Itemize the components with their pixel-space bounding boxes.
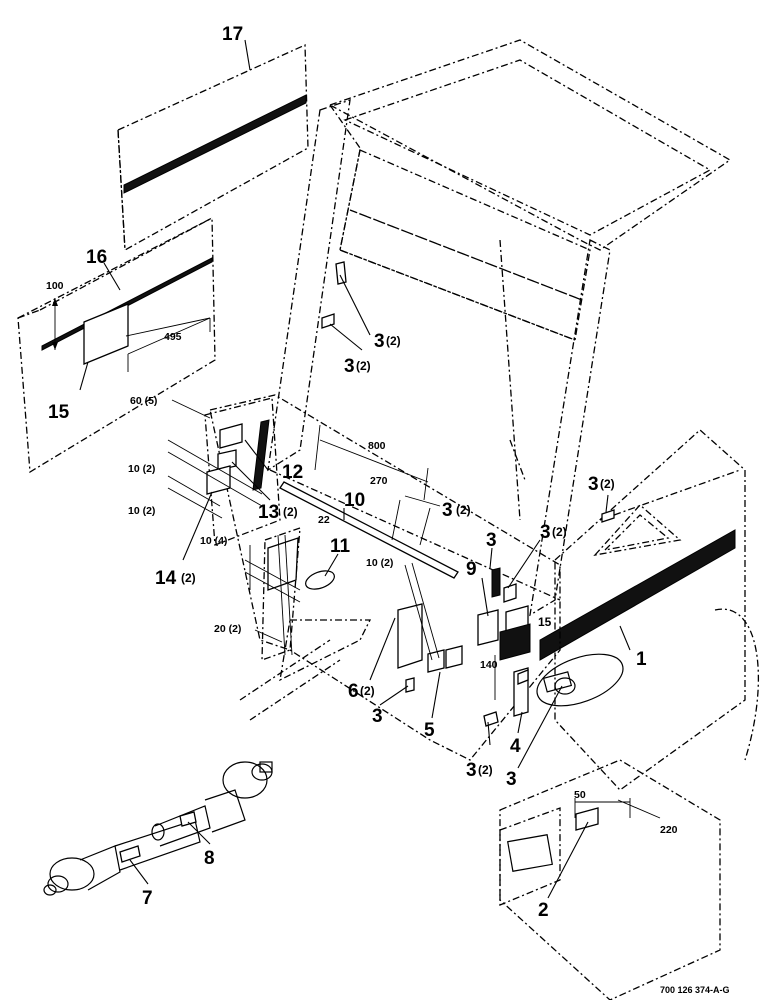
callout-3a: 3 (374, 331, 385, 352)
callout-3f-qty: (2) (552, 525, 567, 539)
callout-6: 6 (348, 681, 359, 702)
callout-3d-qty: (2) (456, 503, 471, 517)
callout-12: 12 (282, 462, 303, 483)
callout-3b-qty: (2) (356, 359, 371, 373)
callout-15-left: 15 (48, 402, 70, 423)
callout-3b: 3 (344, 356, 355, 377)
dim-10c: 10 (4) (200, 535, 227, 547)
callout-3f: 3 (540, 522, 551, 543)
dimension-lines (52, 298, 661, 819)
callout-4: 4 (510, 736, 521, 757)
dim-495: 495 (164, 331, 182, 343)
dim-140: 140 (480, 659, 498, 671)
callout-3h: 3 (466, 760, 477, 781)
dim-10b: 10 (2) (128, 505, 155, 517)
callout-3d: 3 (442, 500, 453, 521)
dim-60: 60 (5) (130, 395, 157, 407)
dimension-labels: 100 495 60 (5) 10 (2) 10 (2) 10 (4) 20 (… (46, 280, 678, 836)
dim-800: 800 (368, 440, 386, 452)
callout-9: 9 (466, 559, 477, 580)
callout-3h-qty: (2) (478, 763, 493, 777)
dim-10d: 10 (2) (366, 557, 393, 569)
callout-10: 10 (344, 490, 365, 511)
callout-3c: 3 (588, 474, 599, 495)
callout-3a-qty: (2) (386, 334, 401, 348)
callout-13-qty: (2) (283, 505, 298, 519)
callout-16: 16 (86, 247, 107, 268)
detail-pto-shaft (43, 761, 273, 896)
panel-16-drawing (17, 216, 216, 474)
callout-13: 13 (258, 502, 279, 523)
callout-labels: 17 16 15 3 (2) 3 (2) 12 13 (2) 14 (2) 10… (48, 24, 647, 921)
dim-10a: 10 (2) (128, 463, 155, 475)
dim-100: 100 (46, 280, 64, 292)
callout-14-qty: (2) (181, 571, 196, 585)
callout-5: 5 (424, 720, 435, 741)
leader-lines (79, 39, 631, 899)
callout-11: 11 (330, 536, 351, 557)
callout-3e: 3 (486, 530, 497, 551)
callout-1: 1 (636, 649, 647, 670)
dim-22: 22 (318, 514, 330, 526)
detail-tow-bar (499, 759, 721, 1000)
callout-6-qty: (2) (360, 684, 375, 698)
callout-3i: 3 (506, 769, 517, 790)
dim-20: 20 (2) (214, 623, 241, 635)
machine-body-drawing (209, 39, 759, 791)
callout-3c-qty: (2) (600, 477, 615, 491)
panel-17-drawing (117, 44, 309, 252)
callout-14: 14 (155, 568, 177, 589)
callout-8: 8 (204, 848, 215, 869)
callout-15-right: 15 (538, 615, 552, 629)
dim-220: 220 (660, 824, 678, 836)
dim-50: 50 (574, 789, 586, 801)
callout-17: 17 (222, 24, 243, 45)
drawing-number: 700 126 374-A-G (660, 985, 730, 995)
callout-3g: 3 (372, 706, 383, 727)
callout-7: 7 (142, 888, 153, 909)
dim-270: 270 (370, 475, 388, 487)
callout-2: 2 (538, 900, 549, 921)
